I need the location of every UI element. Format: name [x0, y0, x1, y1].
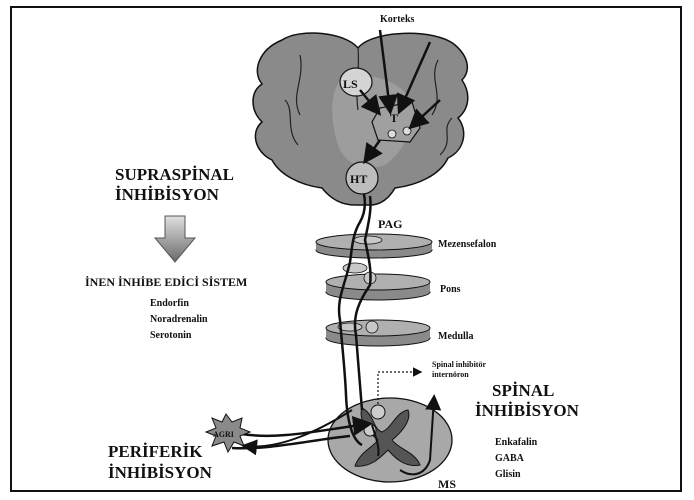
ht-label: HT: [350, 172, 367, 186]
korteks-label: Korteks: [380, 14, 415, 25]
supraspinal-title-2: İNHİBİSYON: [115, 185, 220, 204]
mezensefalon-label: Mezensefalon: [438, 239, 497, 250]
pons-label: Pons: [440, 284, 461, 295]
spinal-item-3: Glisin: [495, 469, 521, 480]
down-arrow-icon: [155, 216, 195, 262]
mezensefalon-disc: [316, 234, 432, 258]
medulla-label: Medulla: [438, 331, 474, 342]
spinal-title-1: SPİNAL: [492, 381, 554, 400]
agri-burst: AGRI: [206, 414, 250, 452]
supraspinal-title-1: SUPRASPİNAL: [115, 165, 234, 184]
descending-system-label: İNEN İNHİBE EDİCİ SİSTEM: [85, 275, 247, 289]
spinal-item-1: Enkafalin: [495, 437, 538, 448]
spinal-inhibitor-label-2: internöron: [432, 370, 469, 379]
spinal-inhibitor-label-1: Spinal inhibitör: [432, 360, 486, 369]
periferik-title-2: İNHİBİSYON: [108, 463, 213, 482]
supraspinal-item-1: Endorfin: [150, 298, 189, 309]
periferik-title-1: PERİFERİK: [108, 442, 203, 461]
pag-label: PAG: [378, 217, 402, 231]
ls-label: LS: [343, 77, 358, 91]
supraspinal-item-3: Serotonin: [150, 330, 192, 341]
agri-label: AGRI: [213, 430, 234, 439]
spinal-item-2: GABA: [495, 453, 525, 464]
spinal-title-2: İNHİBİSYON: [475, 401, 580, 420]
ms-label: MS: [438, 477, 456, 491]
t-label: T: [390, 111, 398, 125]
supraspinal-item-2: Noradrenalin: [150, 314, 208, 325]
